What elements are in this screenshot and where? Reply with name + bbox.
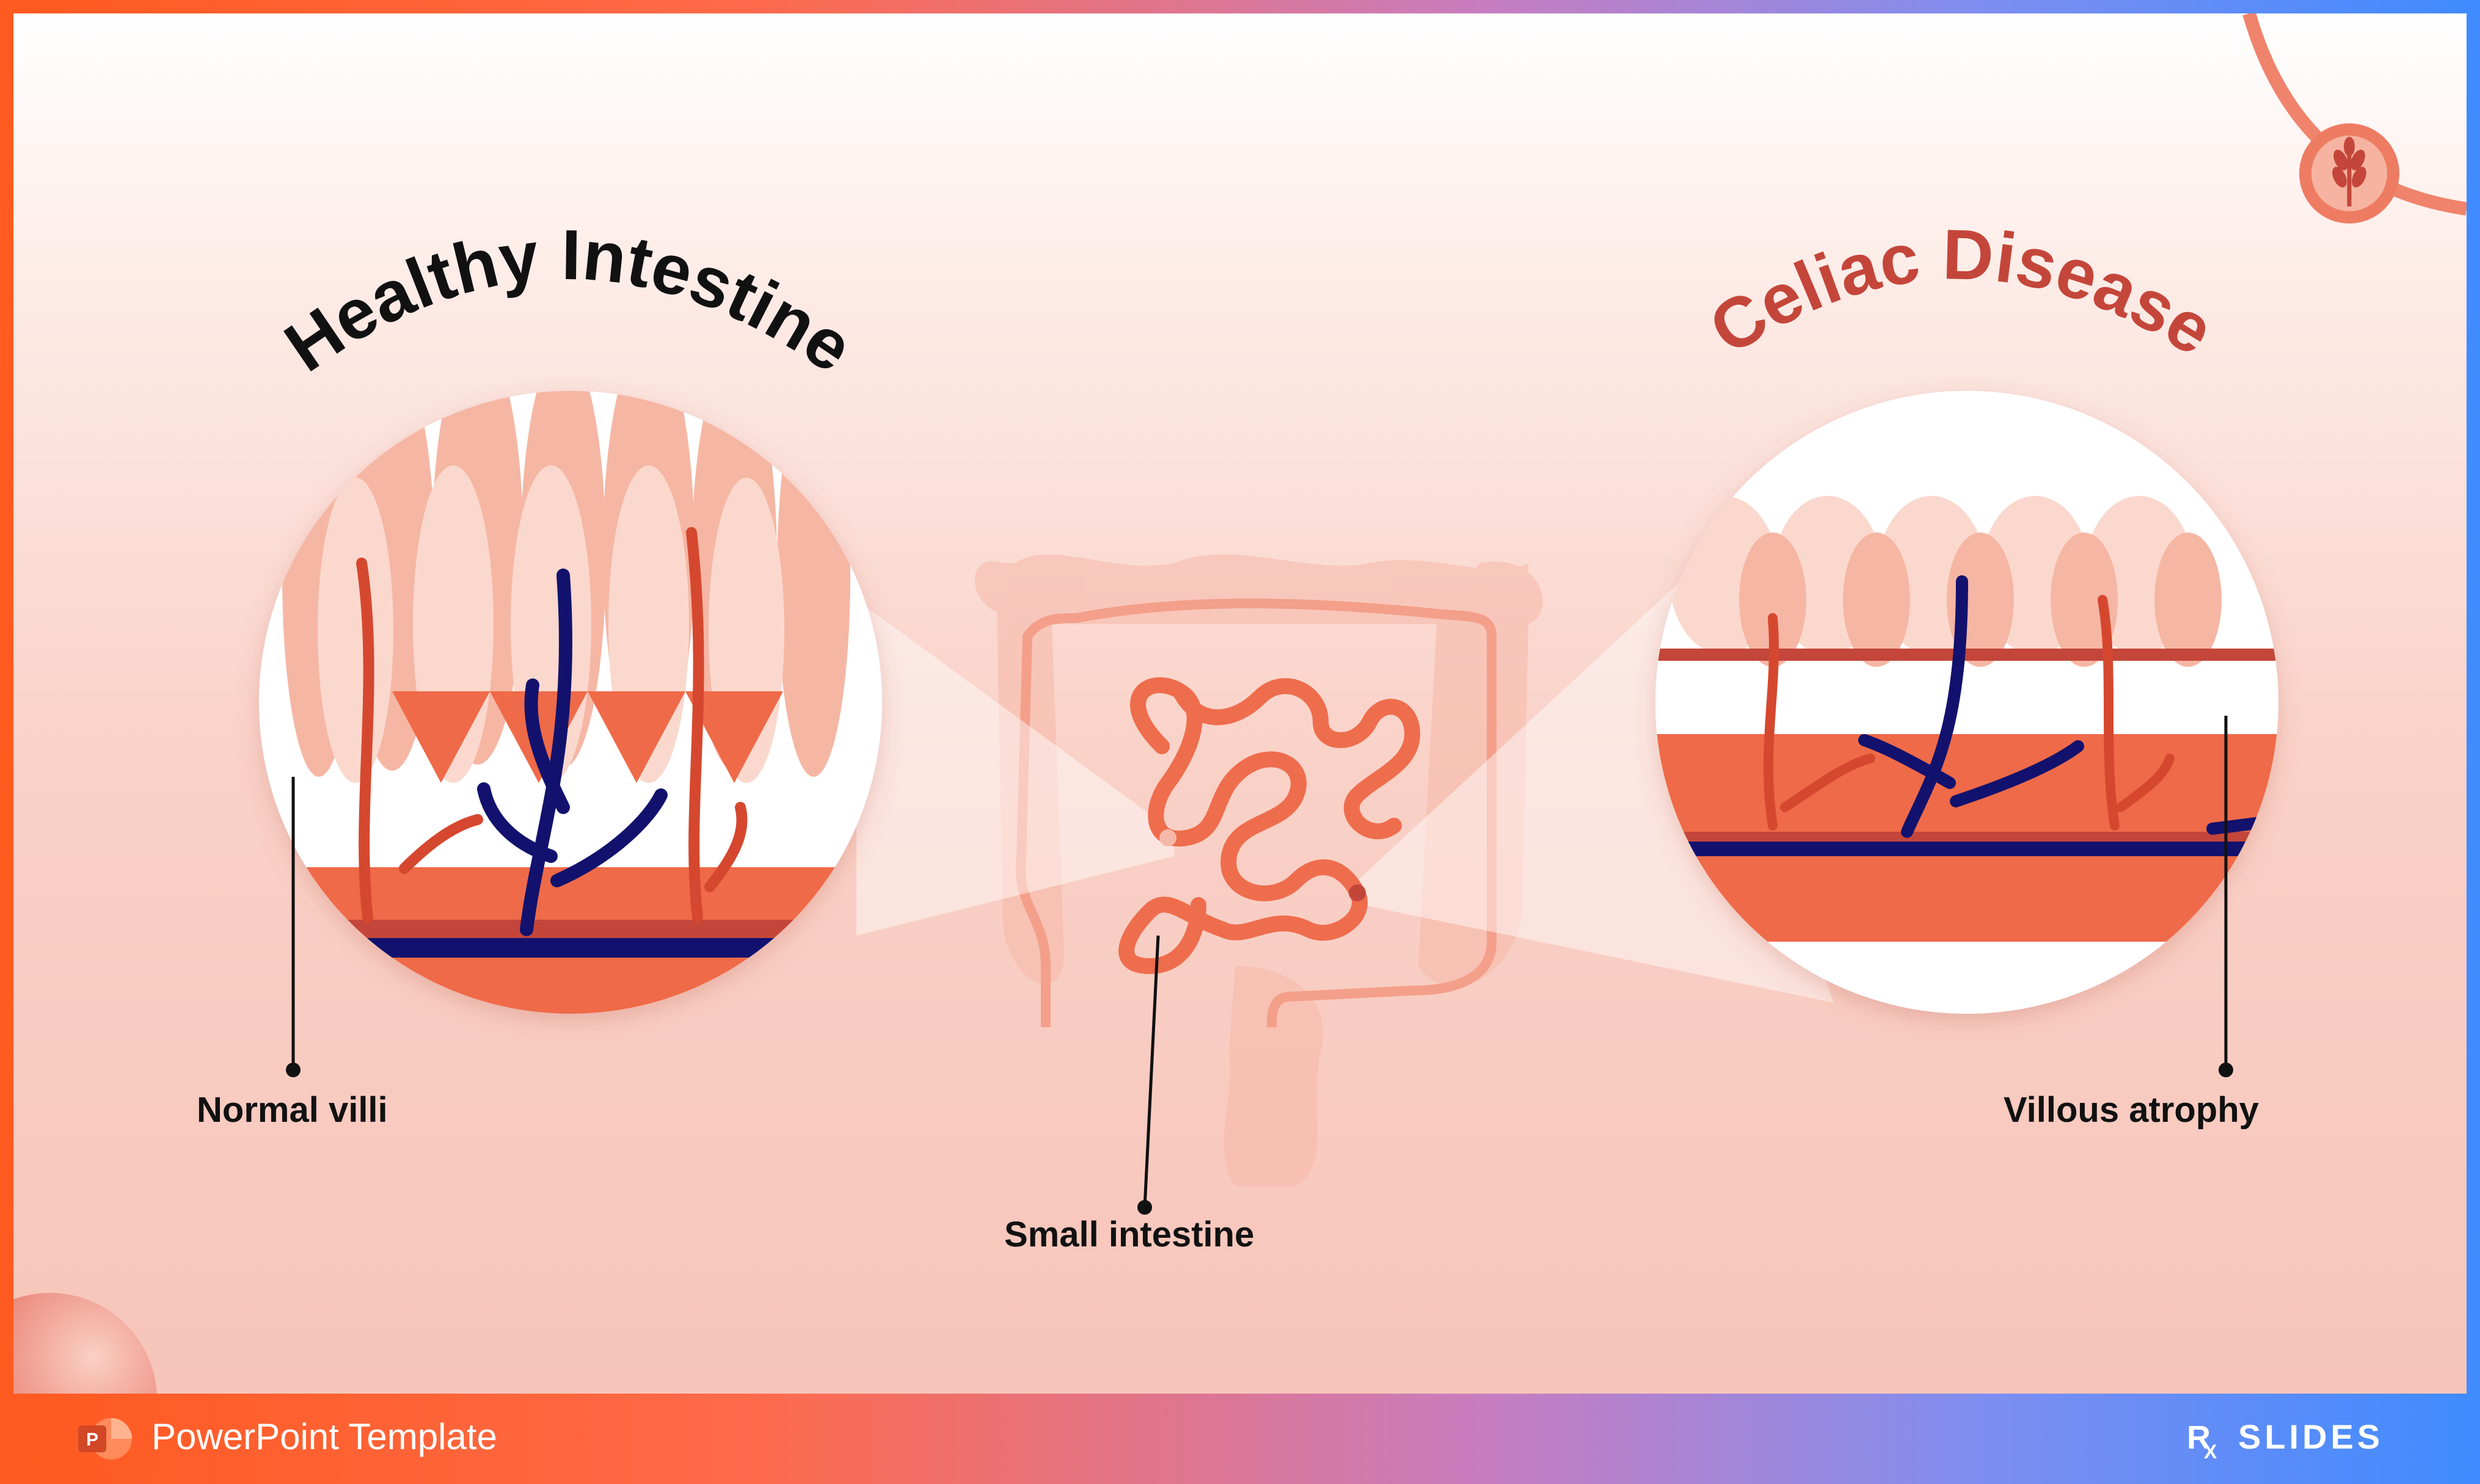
zoom-point-right bbox=[1349, 884, 1366, 901]
zoom-point-left bbox=[1159, 829, 1176, 846]
healthy-villi-illustration bbox=[258, 337, 893, 1027]
illustration: Healthy Intestine Celiac Disease bbox=[13, 13, 2467, 1394]
svg-text:P: P bbox=[86, 1430, 98, 1450]
healthy-title: Healthy Intestine bbox=[271, 215, 867, 388]
slide-canvas: Healthy Intestine Celiac Disease Normal … bbox=[13, 13, 2467, 1394]
brand-letter-x: X bbox=[2204, 1441, 2217, 1462]
normal-villi-label: Normal villi bbox=[197, 1089, 388, 1130]
villous-atrophy-label: Villous atrophy bbox=[2004, 1089, 2259, 1130]
footer-template-label: PowerPoint Template bbox=[151, 1416, 497, 1458]
wheat-icon bbox=[2299, 123, 2399, 224]
small-intestine-coils bbox=[1126, 685, 1412, 966]
svg-text:Celiac Disease: Celiac Disease bbox=[1696, 214, 2227, 370]
brand-text: SLIDES bbox=[2238, 1417, 2383, 1456]
corner-circle bbox=[13, 1293, 157, 1394]
powerpoint-icon: P bbox=[76, 1416, 134, 1462]
small-intestine-label: Small intestine bbox=[1004, 1214, 1254, 1255]
svg-text:Healthy Intestine: Healthy Intestine bbox=[271, 215, 867, 388]
celiac-title: Celiac Disease bbox=[1696, 214, 2227, 370]
brand-logo: R X SLIDES bbox=[2187, 1413, 2407, 1462]
